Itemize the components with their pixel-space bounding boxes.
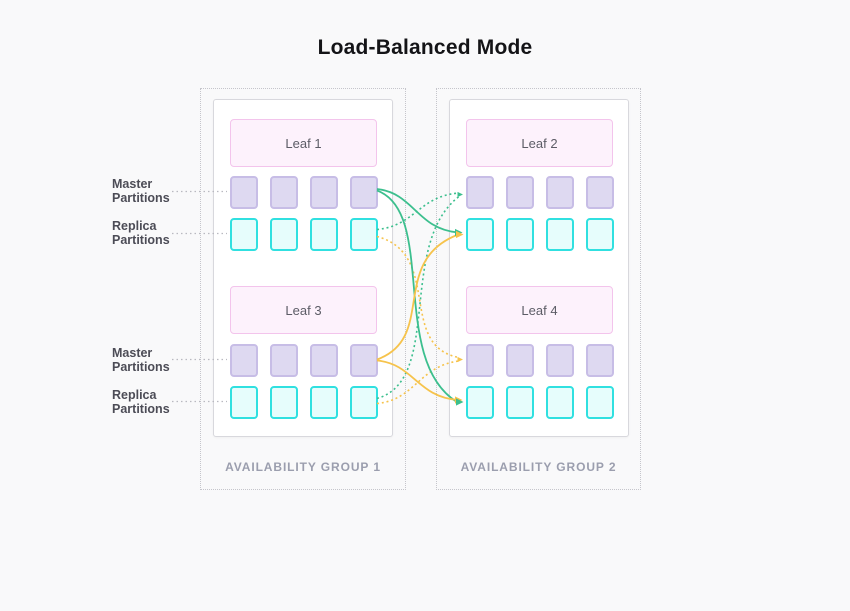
replica-partition-square <box>310 386 338 419</box>
leaf-4-label: Leaf 4 <box>521 302 558 318</box>
replica-partition-square <box>230 218 258 251</box>
availability-group-1-title: AVAILABILITY GROUP 1 <box>225 460 381 474</box>
replica-partition-square <box>350 386 378 419</box>
master-partition-square <box>546 344 574 377</box>
replica-partition-square <box>466 386 494 419</box>
master-partition-square <box>506 344 534 377</box>
master-partition-square <box>350 344 378 377</box>
label-master-partitions-leaf3: Master Partitions <box>112 346 182 374</box>
label-line: Master <box>112 346 153 360</box>
master-partition-square <box>230 176 258 209</box>
leaf-4-master-partitions <box>466 344 614 377</box>
replica-partition-square <box>310 218 338 251</box>
label-replica-partitions-leaf1: Replica Partitions <box>112 219 182 247</box>
master-partition-square <box>310 344 338 377</box>
replica-partition-square <box>546 218 574 251</box>
leaf-2-box: Leaf 2 <box>466 119 613 167</box>
master-partition-square <box>310 176 338 209</box>
label-line: Master <box>112 177 153 191</box>
replica-partition-square <box>586 386 614 419</box>
master-partition-square <box>270 176 298 209</box>
leaf-3-label: Leaf 3 <box>285 302 322 318</box>
master-partition-square <box>586 344 614 377</box>
leaf-2-master-partitions <box>466 176 614 209</box>
master-partition-square <box>230 344 258 377</box>
label-line: Partitions <box>112 401 170 416</box>
replica-partition-square <box>350 218 378 251</box>
replica-partition-square <box>586 218 614 251</box>
label-master-partitions-leaf1: Master Partitions <box>112 177 182 205</box>
leaf-2-label: Leaf 2 <box>521 135 558 151</box>
master-partition-square <box>350 176 378 209</box>
replica-partition-square <box>466 218 494 251</box>
page-title: Load-Balanced Mode <box>317 36 533 59</box>
replica-partition-square <box>230 386 258 419</box>
master-partition-square <box>586 176 614 209</box>
label-line: Partitions <box>112 190 170 205</box>
availability-group-1: Leaf 1 Leaf 3 AVAILABILITY GROUP 1 <box>200 88 406 490</box>
master-partition-square <box>466 176 494 209</box>
master-partition-square <box>506 176 534 209</box>
leaf-1-label: Leaf 1 <box>285 135 322 151</box>
leaf-1-replica-partitions <box>230 218 378 251</box>
group-2-card: Leaf 2 Leaf 4 <box>449 99 629 437</box>
leaf-3-box: Leaf 3 <box>230 286 377 334</box>
label-replica-partitions-leaf3: Replica Partitions <box>112 388 182 416</box>
leaf-4-replica-partitions <box>466 386 614 419</box>
label-line: Replica <box>112 388 157 402</box>
label-line: Partitions <box>112 359 170 374</box>
replica-partition-square <box>506 386 534 419</box>
master-partition-square <box>546 176 574 209</box>
replica-partition-square <box>546 386 574 419</box>
availability-group-2-title: AVAILABILITY GROUP 2 <box>460 460 617 474</box>
label-line: Partitions <box>112 232 170 247</box>
leaf-2-replica-partitions <box>466 218 614 251</box>
leaf-1-master-partitions <box>230 176 378 209</box>
label-line: Replica <box>112 219 157 233</box>
group-1-card: Leaf 1 Leaf 3 <box>213 99 393 437</box>
replica-partition-square <box>270 386 298 419</box>
leaf-1-box: Leaf 1 <box>230 119 377 167</box>
master-partition-square <box>270 344 298 377</box>
leaf-3-master-partitions <box>230 344 378 377</box>
master-partition-square <box>466 344 494 377</box>
replica-partition-square <box>506 218 534 251</box>
leaf-3-replica-partitions <box>230 386 378 419</box>
leaf-4-box: Leaf 4 <box>466 286 613 334</box>
replica-partition-square <box>270 218 298 251</box>
availability-group-2: Leaf 2 Leaf 4 AVAILABILITY GROUP 2 <box>436 88 641 490</box>
